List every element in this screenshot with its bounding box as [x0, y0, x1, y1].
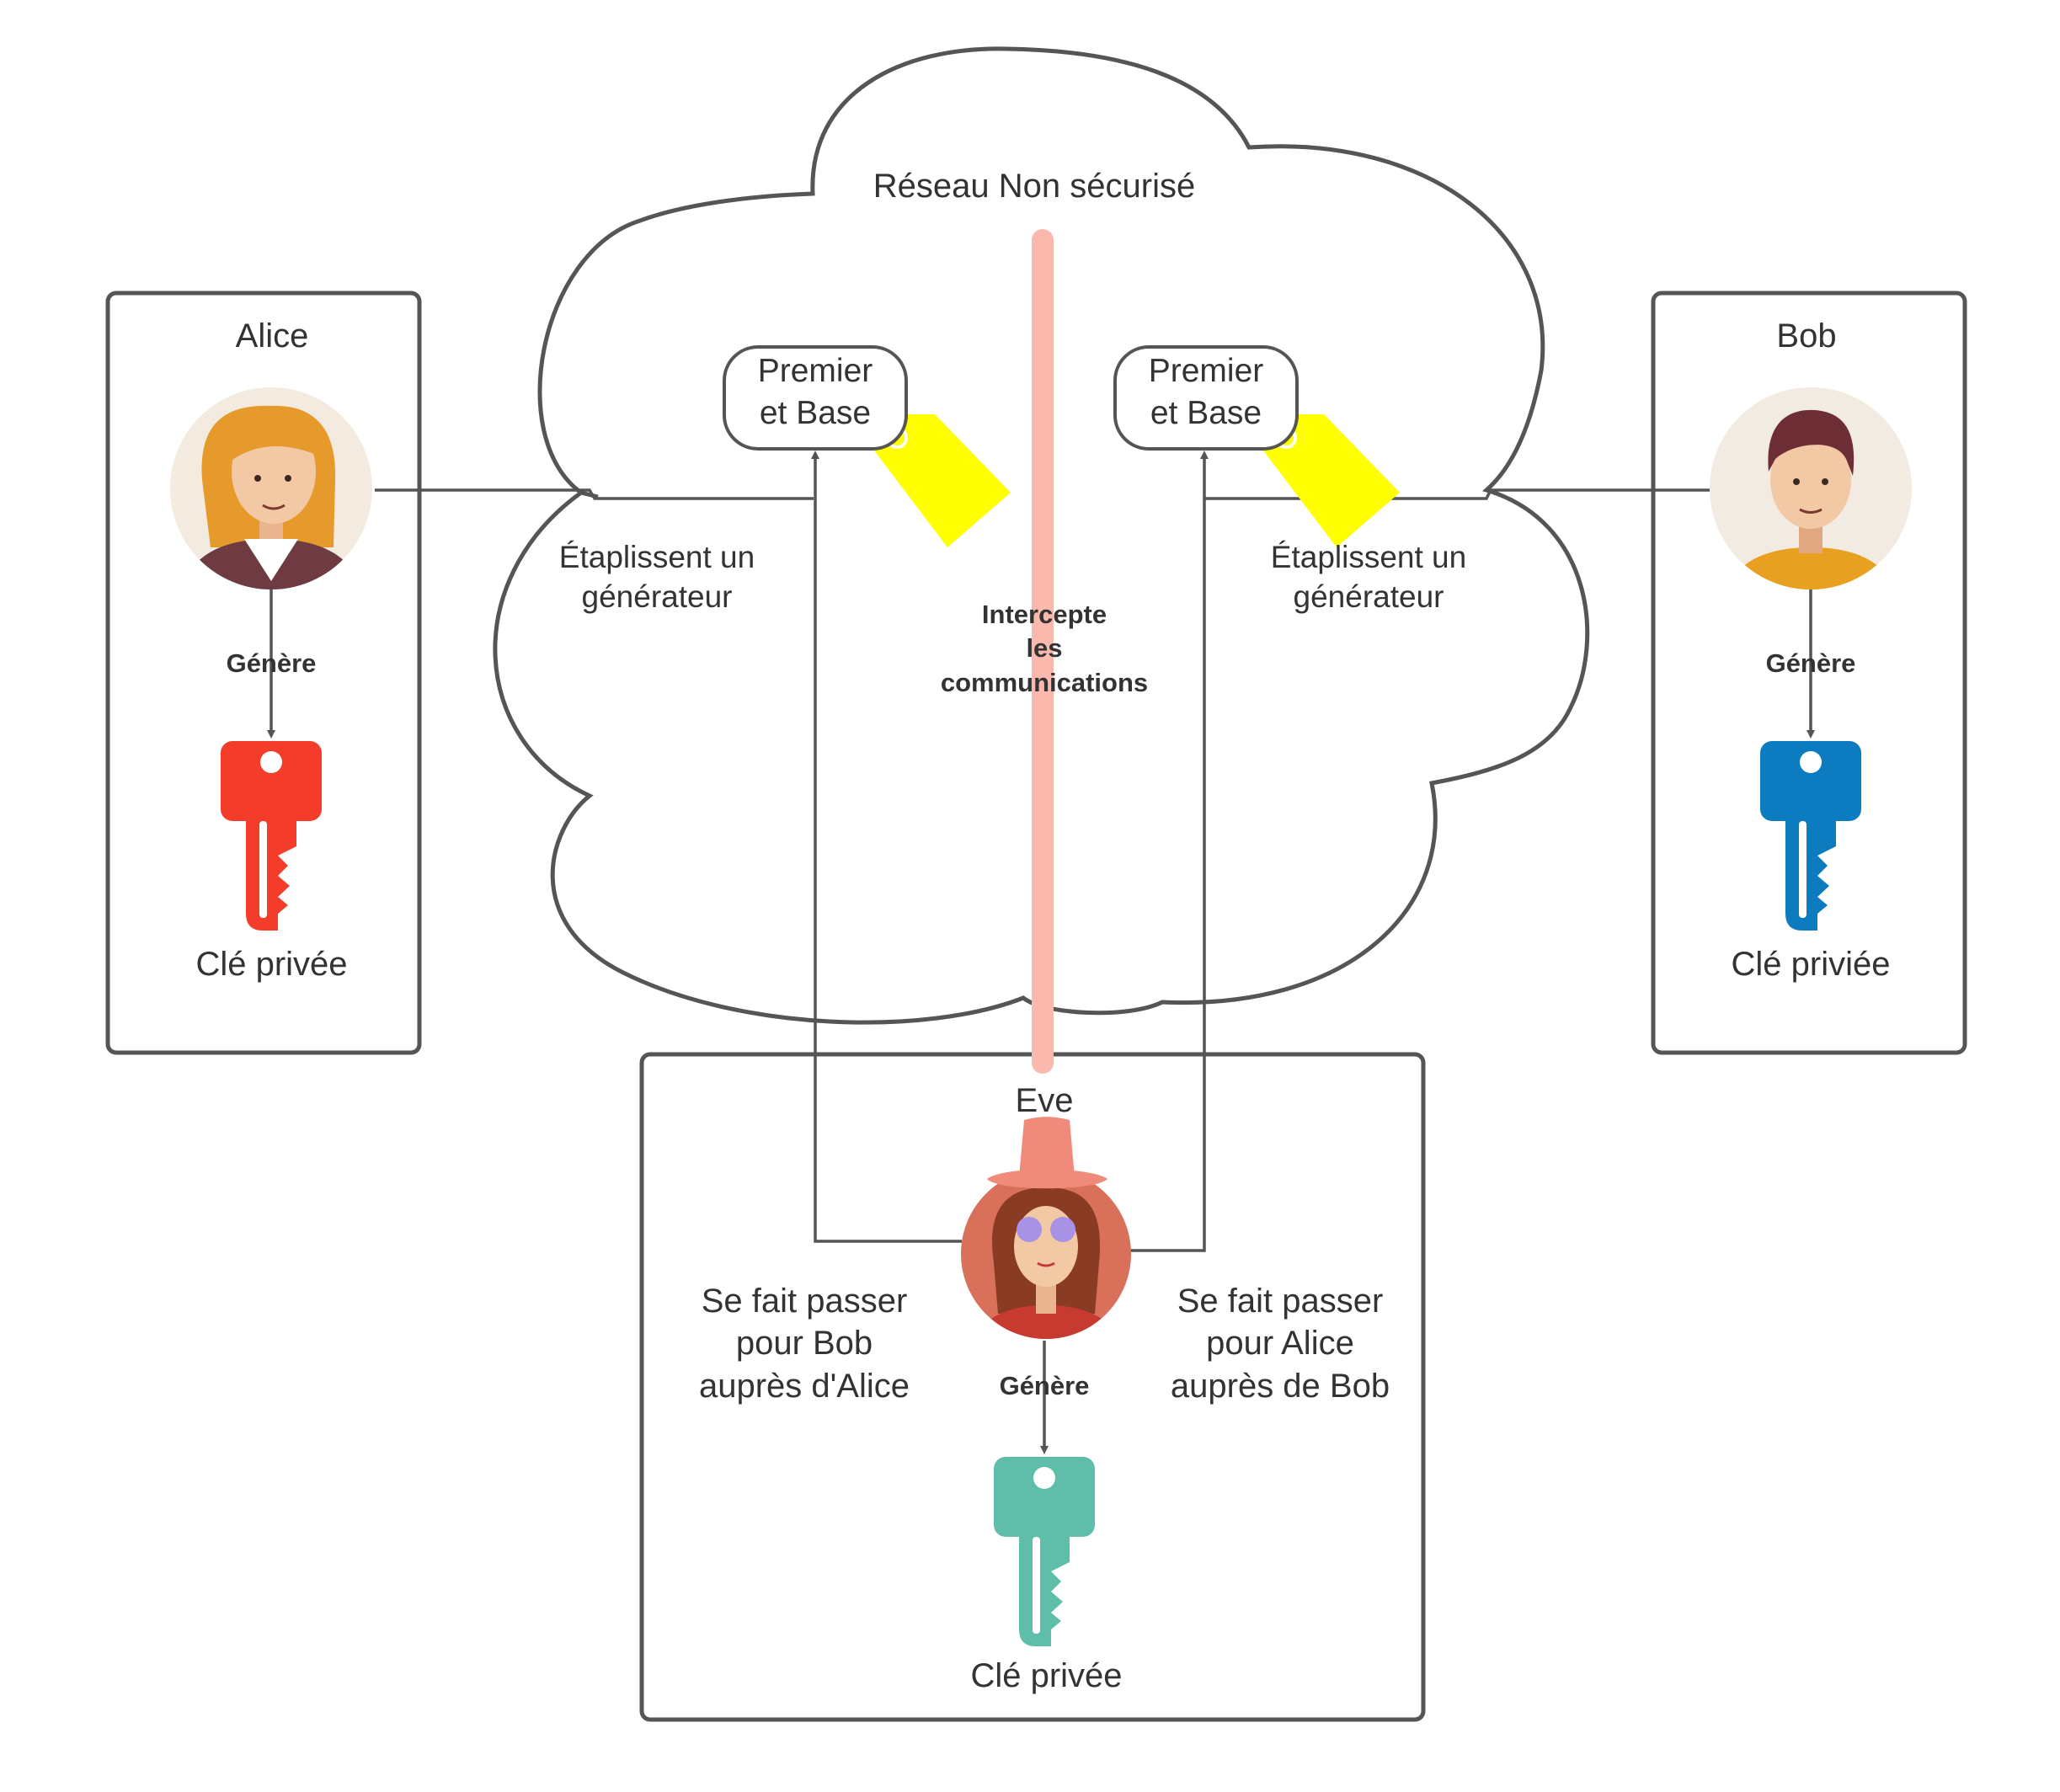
- alice-connector: [375, 488, 814, 500]
- alice-title: Alice: [235, 317, 309, 355]
- eve-impersonate-bob-label: Se fait passer pour Bob auprès d'Alice: [699, 1283, 910, 1405]
- bob-key-icon: [1760, 741, 1861, 931]
- bob-key-label: Clé priviée: [1731, 946, 1891, 983]
- eve-key-label: Clé privée: [970, 1657, 1123, 1694]
- alice-generates-label: Génère: [226, 648, 317, 678]
- bob-avatar: [1710, 387, 1912, 589]
- eve-generates-label: Génère: [999, 1371, 1090, 1400]
- eve-key-icon: [994, 1457, 1095, 1646]
- bob-generates-label: Génère: [1765, 648, 1856, 678]
- eve-to-left-params: [811, 451, 962, 1243]
- intercept-label: Intercepte les communications: [940, 600, 1149, 697]
- eve-avatar: [961, 1117, 1131, 1339]
- bob-establish-label: Étaplissent un générateur: [1270, 540, 1467, 615]
- network-cloud: [493, 46, 1590, 1025]
- bob-box: [1651, 291, 1967, 1055]
- alice-avatar: [170, 387, 372, 589]
- alice-box: [105, 291, 422, 1055]
- eve-title: Eve: [1015, 1082, 1074, 1119]
- network-label: Réseau Non sécurisé: [873, 168, 1196, 205]
- right-params-pill: Premier et Base: [1113, 345, 1299, 451]
- bob-title: Bob: [1776, 317, 1837, 355]
- alice-key-label: Clé privée: [195, 946, 348, 983]
- left-params-pill: Premier et Base: [723, 345, 908, 451]
- eve-impersonate-alice-label: Se fait passer pour Alice auprès de Bob: [1170, 1283, 1390, 1405]
- bob-connector: [1204, 488, 1710, 500]
- eve-to-right-params: [1130, 451, 1209, 1252]
- alice-key-icon: [221, 741, 322, 931]
- alice-establish-label: Étaplissent un générateur: [558, 540, 755, 615]
